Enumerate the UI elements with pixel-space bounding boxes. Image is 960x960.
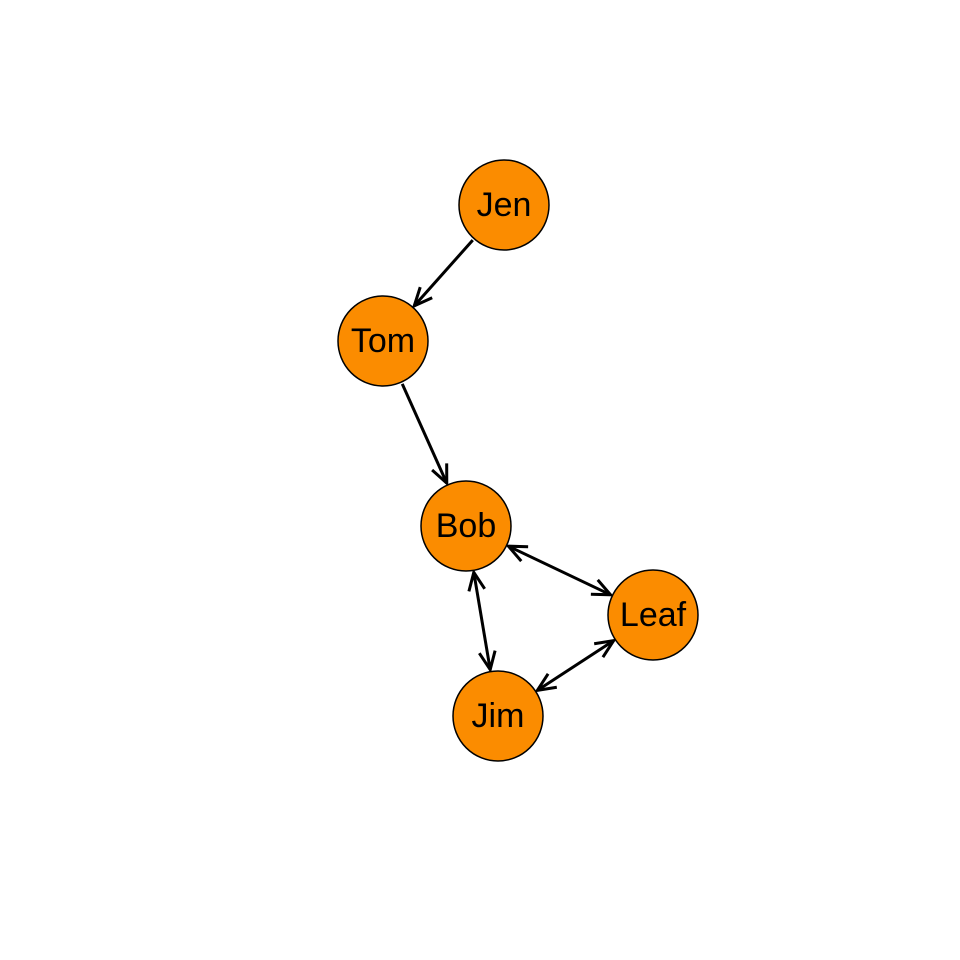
node-circle: [337, 295, 429, 387]
node-label: Tom: [351, 322, 415, 360]
edges-layer: [400, 239, 617, 693]
arrowhead-icon: [478, 650, 497, 674]
edge-jen-tom: [411, 239, 474, 309]
edge-tom-bob: [400, 383, 449, 487]
arrowhead-icon: [411, 286, 433, 309]
node-label: Jen: [477, 186, 532, 224]
edge-line: [472, 572, 492, 670]
node-circle: [452, 670, 544, 762]
node-label: Jim: [472, 697, 525, 735]
node-label: Leaf: [620, 596, 687, 634]
node-label: Bob: [436, 507, 497, 545]
arrowhead-icon: [534, 672, 558, 693]
node-leaf: Leaf: [607, 569, 699, 661]
node-circle: [420, 480, 512, 572]
edge-jim-leaf: [534, 638, 617, 693]
node-tom: Tom: [337, 295, 429, 387]
arrowhead-icon: [467, 568, 486, 592]
node-jen: Jen: [458, 159, 550, 251]
node-jim: Jim: [452, 670, 544, 762]
arrowhead-icon: [505, 544, 529, 563]
arrowhead-icon: [431, 463, 449, 487]
node-circle: [607, 569, 699, 661]
edge-line: [413, 239, 474, 307]
edge-bob-leaf: [505, 544, 614, 597]
arrowhead-icon: [593, 638, 617, 659]
edge-bob-jim: [467, 568, 497, 674]
edge-line: [400, 383, 449, 484]
edge-line: [507, 544, 612, 597]
node-bob: Bob: [420, 480, 512, 572]
arrowhead-icon: [590, 578, 614, 597]
edge-line: [536, 639, 615, 692]
node-circle: [458, 159, 550, 251]
